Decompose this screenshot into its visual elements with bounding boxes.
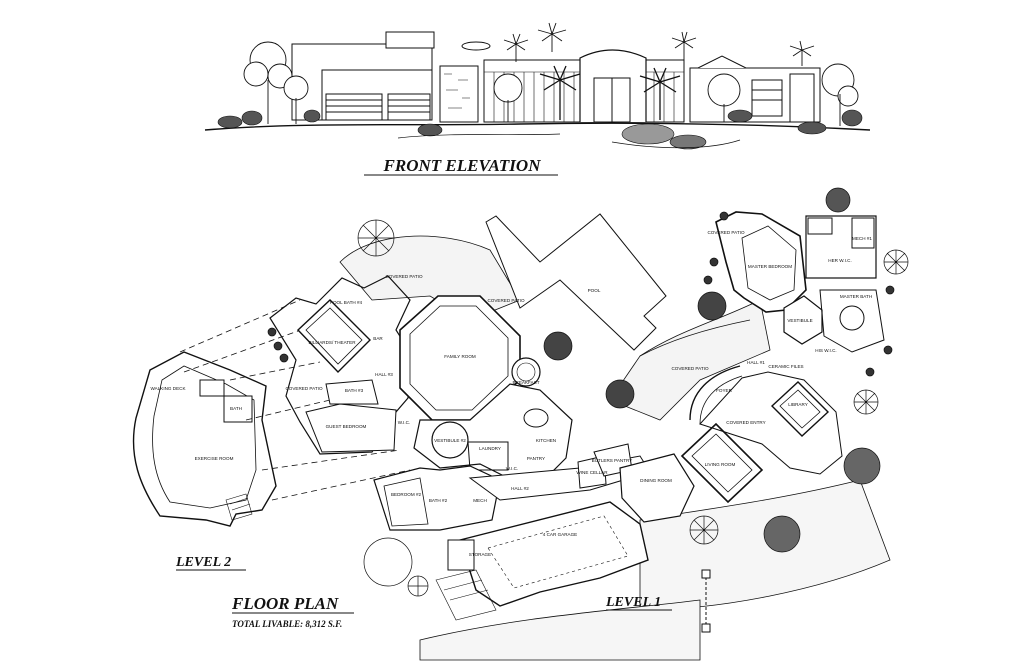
master-bath	[805, 215, 877, 279]
vestibule-2	[431, 421, 469, 459]
stone-column	[439, 65, 479, 123]
shrub-symbol	[825, 187, 851, 213]
front-elevation-drawing	[204, 22, 871, 150]
room-label-walking-deck: WALKING DECK	[150, 386, 186, 391]
shrub-symbol	[363, 537, 413, 587]
bridge-dashed-lines	[179, 299, 411, 501]
room-label-bar: BAR	[373, 336, 383, 341]
room-label-covered-patio: COVERED PATIO	[671, 366, 709, 371]
room-label-wic: W.I.C.	[506, 466, 519, 471]
room-label-storage: STORAGE	[469, 552, 491, 557]
total-livable-area: TOTAL LIVABLE: 8,312 S.F.	[232, 619, 342, 629]
tree-symbol	[357, 219, 395, 257]
room-label-her-wic: HER W.I.C.	[828, 258, 851, 263]
room-label-family-room: FAMILY ROOM	[444, 354, 476, 359]
master-suite	[715, 211, 807, 313]
room-labels: COVERED PATIO COVERED PATIO COVERED PATI…	[150, 230, 872, 557]
patio-area-right	[609, 299, 771, 421]
front-elevation-title: FRONT ELEVATION	[383, 156, 542, 175]
room-label-covered-patio: COVERED PATIO	[285, 386, 323, 391]
elevation-shrubs	[217, 109, 863, 150]
room-label-hall-3: HALL #3	[375, 372, 393, 377]
palm-trees	[503, 22, 815, 120]
garage-doors	[325, 93, 431, 121]
tree-symbol	[407, 249, 909, 597]
floor-plan-title: FLOOR PLAN	[231, 594, 339, 613]
room-label-pool-bath: POOL BATH #4	[330, 300, 363, 305]
pool-outline	[485, 213, 667, 351]
dining-room	[619, 453, 695, 523]
covered-patio-curve	[639, 319, 751, 357]
room-label-covered-patio: COVERED PATIO	[385, 274, 423, 279]
east-wing-outline	[699, 371, 843, 475]
master-vestibule	[783, 295, 823, 345]
room-label-ceramic-files: CERAMIC FILES	[768, 364, 803, 369]
stairs-level2	[225, 493, 253, 521]
room-label-mech-1: MECH #1	[852, 236, 872, 241]
room-label-mech: MECH	[473, 498, 487, 503]
foyer-curve	[689, 365, 741, 421]
room-label-hall-2: HALL #2	[511, 486, 529, 491]
kitchen-island	[523, 408, 549, 428]
room-label-bath: BATH	[230, 406, 242, 411]
level2-exercise-wing	[132, 351, 277, 527]
room-label-vestibule-2: VESTIBULE #2	[434, 438, 466, 443]
room-label-library: LIBRARY	[788, 402, 808, 407]
room-label-car-garage: 4 CAR GARAGE	[543, 532, 577, 537]
room-label-covered-patio: COVERED PATIO	[707, 230, 745, 235]
living-room	[680, 422, 764, 504]
room-label-bedroom-2: BEDROOM #2	[391, 492, 422, 497]
room-label-billiards: BILLIARDS/ THEATER	[308, 340, 356, 345]
driveway	[419, 599, 701, 661]
room-label-butlers-pantry: BUTLERS PANTRY	[592, 458, 633, 463]
room-label-his-wic: HIS W.I.C.	[815, 348, 836, 353]
guest-bedroom	[305, 403, 397, 453]
shrub-symbol	[763, 515, 801, 553]
room-label-laundry: LAUNDRY	[479, 446, 501, 451]
entry-stairs	[435, 569, 497, 621]
room-label-bath-3: BATH #3	[345, 388, 364, 393]
room-label-hall-1: HALL #1	[747, 360, 765, 365]
elevation-trees	[243, 41, 859, 126]
shrub-symbol	[697, 291, 727, 321]
storage-room	[447, 539, 475, 571]
room-label-pantry: PANTRY	[527, 456, 545, 461]
level2-bath	[223, 395, 253, 423]
shrub-symbol	[543, 331, 573, 361]
room-label-bath-2: BATH #2	[429, 498, 448, 503]
room-label-living-room: LIVING ROOM	[705, 462, 736, 467]
room-label-kitchen: KITCHEN	[536, 438, 556, 443]
room-label-vestibule: VESTIBULE	[787, 318, 812, 323]
room-label-covered-entry: COVERED ENTRY	[726, 420, 765, 425]
room-label-master-bath: MASTER BATH	[840, 294, 872, 299]
room-label-pool: POOL	[588, 288, 601, 293]
plan-trees	[267, 187, 909, 597]
library	[770, 381, 830, 437]
room-label-guest-bedroom: GUEST BEDROOM	[326, 424, 367, 429]
room-label-master-bedroom: MASTER BEDROOM	[748, 264, 792, 269]
room-label-covered-patio: COVERED PATIO	[487, 298, 525, 303]
room-label-wic: W.I.C.	[398, 420, 411, 425]
floor-plan-drawing	[132, 211, 891, 661]
four-car-garage	[459, 501, 649, 607]
level-1-label: LEVEL 1	[605, 595, 661, 610]
small-shrub-dots	[267, 211, 895, 377]
level-2-label: LEVEL 2	[175, 555, 231, 570]
shrub-symbol	[843, 447, 881, 485]
breakfast-nook	[511, 357, 541, 387]
room-label-foyer: FOYER	[716, 388, 733, 393]
room-label-dining-room: DINING ROOM	[640, 478, 672, 483]
shrub-symbol	[605, 379, 635, 409]
master-tub	[839, 305, 865, 331]
billiards-theater-room	[297, 299, 371, 374]
room-label-breakfast: BREAKFAST	[512, 380, 539, 385]
room-label-exercise-room: EXERCISE ROOM	[195, 456, 234, 461]
room-label-wine-cellar: WINE CELLAR	[576, 470, 608, 475]
elevation-ground-line	[204, 122, 871, 131]
